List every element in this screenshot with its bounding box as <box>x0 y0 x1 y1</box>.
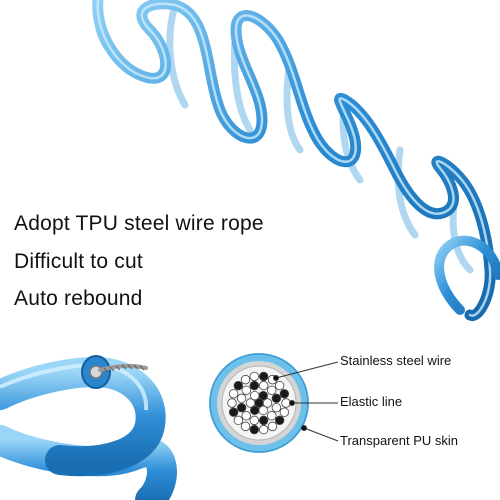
wire-strand <box>267 385 277 395</box>
wire-strand <box>271 393 282 404</box>
wire-strand <box>240 374 251 385</box>
wire-strand <box>258 405 268 416</box>
leader-line-pu-skin <box>303 427 339 442</box>
wire-strand <box>258 424 269 435</box>
leader-dot-pu-skin <box>301 425 307 431</box>
label-stainless-steel-wire: Stainless steel wire <box>340 353 452 368</box>
tube-end-core <box>89 365 103 379</box>
wire-strand <box>236 402 247 413</box>
wire-strand <box>245 398 256 408</box>
label-elastic-line: Elastic line <box>340 394 403 409</box>
coil-front-strand <box>92 0 496 322</box>
wire-strand <box>228 389 239 399</box>
coil-right-loop <box>434 235 500 315</box>
wire-strand <box>258 390 268 401</box>
wire-strand <box>249 415 260 426</box>
wire-strand <box>233 415 244 426</box>
leader-dot-elastic <box>289 400 295 406</box>
callout-leaders <box>273 361 339 442</box>
wire-strand <box>233 380 244 391</box>
feature-text-material: Adopt TPU steel wire rope <box>14 212 264 235</box>
feature-text-rebound: Auto rebound <box>14 287 143 310</box>
wire-strand <box>258 415 269 426</box>
wire-strand <box>262 398 273 408</box>
coiled-tube-bottom <box>0 355 177 500</box>
coiled-cable-top <box>92 0 500 322</box>
wire-strand <box>249 380 260 391</box>
coil-highlight <box>96 0 492 317</box>
wire-strand <box>249 424 260 435</box>
wire-strand <box>274 415 285 426</box>
wire-strand <box>227 398 237 408</box>
wire-strand <box>258 380 269 391</box>
wire-strand <box>241 411 251 421</box>
wire-strand <box>249 371 260 382</box>
wire-strand <box>267 421 278 432</box>
wire-strand <box>279 407 290 417</box>
wire-strand <box>250 390 260 401</box>
cross-section-diagram <box>209 353 309 453</box>
wire-strand <box>271 402 282 413</box>
leader-dot-steel-wire <box>273 375 279 381</box>
wire-strand <box>274 380 285 391</box>
wire-strand <box>279 389 290 399</box>
section-wire-bundle <box>227 371 291 435</box>
wire-strand <box>258 371 269 382</box>
wire-strand <box>267 411 277 421</box>
wire-strand <box>240 421 251 432</box>
wire-strand <box>236 393 247 404</box>
wire-strand <box>228 407 239 417</box>
wire-strand <box>250 405 260 416</box>
leader-line-steel-wire <box>275 361 339 379</box>
label-transparent-pu-skin: Transparent PU skin <box>340 433 459 448</box>
feature-text-cut-resistant: Difficult to cut <box>14 250 143 273</box>
wire-strand <box>241 385 251 395</box>
exposed-steel-wire-strands <box>103 364 145 373</box>
